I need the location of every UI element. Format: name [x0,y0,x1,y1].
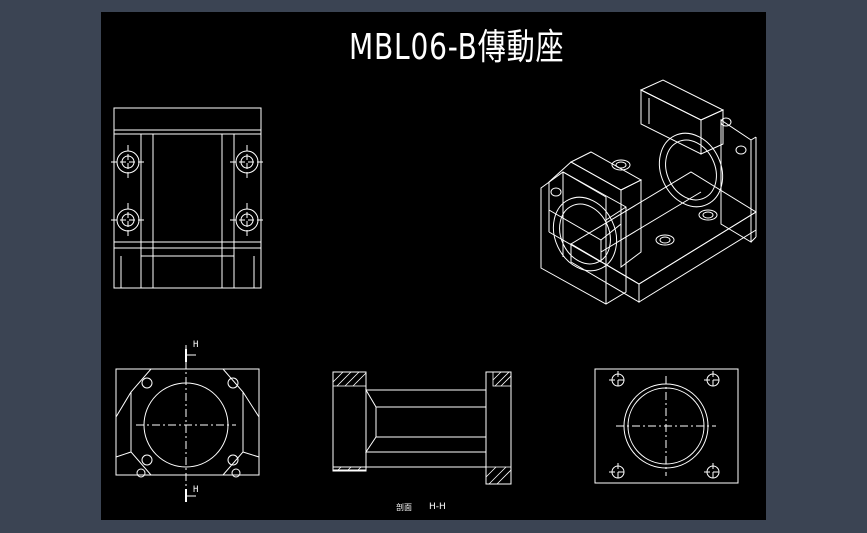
section-caption-prefix: 剖面 [396,503,412,512]
end-view [115,345,260,505]
isometric-view [540,79,757,305]
end-view-holes [136,377,241,478]
section-hatching [332,371,512,485]
cad-drawing [111,79,757,505]
front-view-bolt-holes [116,150,259,232]
section-caption: H-H [429,502,446,512]
section-view-h-h [332,371,512,485]
section-mark-bottom: H [193,485,199,495]
front-view [111,107,264,289]
rear-end-view [594,368,739,484]
section-mark-top: H [193,340,199,350]
isometric-view-holes [550,117,747,246]
section-cut-markers [185,349,196,502]
drawing-sheet: MBL06-B傳動座 H H 剖面 H-H [101,12,766,520]
drawing-title: MBL06-B傳動座 [349,27,565,68]
